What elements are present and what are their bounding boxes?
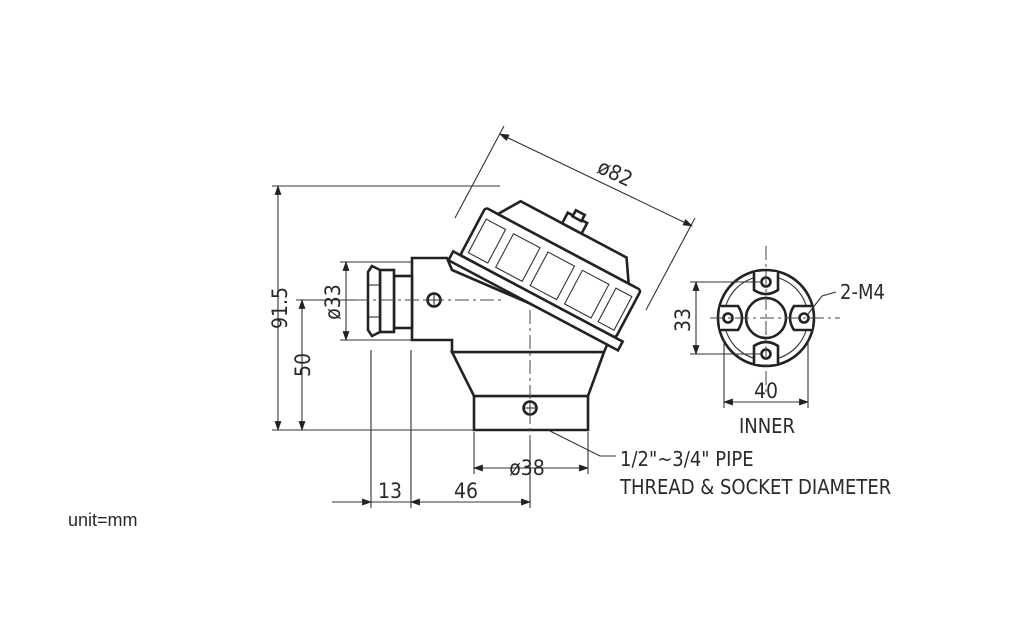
body-lower — [449, 350, 606, 398]
dim-inner-vertical: 33 — [671, 308, 695, 332]
label-inner: INNER — [739, 414, 795, 438]
label-unit: unit=mm — [68, 510, 138, 530]
dim-cap-diameter: ø82 — [594, 155, 636, 192]
inner-view — [690, 246, 840, 408]
label-thread-line2: THREAD & SOCKET DIAMETER — [619, 475, 891, 499]
body-main — [410, 256, 612, 354]
cable-gland — [366, 264, 414, 338]
label-thread-line1: 1/2"~3/4" PIPE — [620, 447, 754, 471]
dim-center-offset: 46 — [454, 479, 478, 503]
label-holes: 2-M4 — [840, 280, 885, 304]
dim-inner-horizontal: 40 — [754, 379, 778, 403]
dimension-lines — [272, 125, 696, 508]
side-view — [355, 199, 642, 440]
dim-overall-height: 91.5 — [268, 287, 292, 329]
dim-gland-length: 13 — [378, 479, 402, 503]
dim-socket-diameter: ø38 — [509, 456, 545, 480]
dim-body-height: 50 — [291, 353, 315, 377]
dim-gland-diameter: ø33 — [321, 284, 345, 320]
